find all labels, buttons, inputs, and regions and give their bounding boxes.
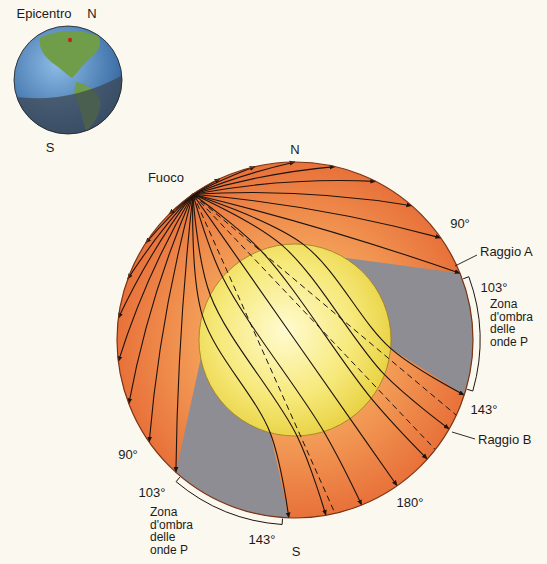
pole-label: S: [46, 141, 55, 155]
degree-label: 180°: [397, 496, 424, 510]
seismic-ray: [193, 194, 441, 238]
small-globe: [8, 26, 128, 140]
focus-label: Fuoco: [148, 171, 184, 185]
globe-label: Epicentro: [17, 7, 72, 21]
pole-label: N: [290, 143, 299, 157]
dashed-ray: [193, 194, 435, 449]
degree-label: 143°: [471, 403, 498, 417]
zone-label: Zona d'ombra delle onde P: [150, 506, 204, 556]
dashed-ray: [193, 194, 335, 513]
pole-label: S: [292, 545, 301, 559]
degree-label: 90°: [118, 448, 138, 462]
refracted-ray: [193, 194, 449, 429]
refracted-ray: [193, 194, 464, 395]
ray-label: Raggio B: [478, 433, 531, 447]
degree-label: 143°: [249, 533, 276, 547]
zone-bracket: [176, 477, 282, 524]
refracted-ray: [193, 194, 362, 505]
zone-label: Zona d'ombra delle onde P: [490, 298, 544, 348]
ray-label: Raggio A: [480, 245, 533, 259]
seismic-ray: [118, 194, 193, 362]
north-america: [40, 31, 100, 78]
globe-outline: [14, 26, 122, 134]
earth-surface: [117, 162, 473, 518]
pole-label: N: [87, 7, 96, 21]
refracted-ray: [193, 194, 397, 486]
seismic-ray: [176, 194, 193, 472]
seismic-ray: [193, 181, 376, 195]
seismic-ray: [149, 194, 193, 442]
leader-line: [455, 255, 477, 266]
zone-bracket: [463, 277, 480, 391]
epicentre-dot: [68, 38, 72, 42]
refracted-ray: [193, 194, 326, 515]
degree-label: 103°: [481, 281, 508, 295]
degree-label: 90°: [450, 217, 470, 231]
refracted-ray: [193, 194, 289, 518]
mantle: [117, 162, 473, 518]
degree-label: 103°: [139, 486, 166, 500]
globe-shadow: [8, 72, 128, 140]
refracted-ray: [193, 194, 427, 459]
leader-line: [452, 432, 475, 439]
seismic-ray: [193, 192, 412, 205]
seismic-ray: [193, 194, 460, 273]
